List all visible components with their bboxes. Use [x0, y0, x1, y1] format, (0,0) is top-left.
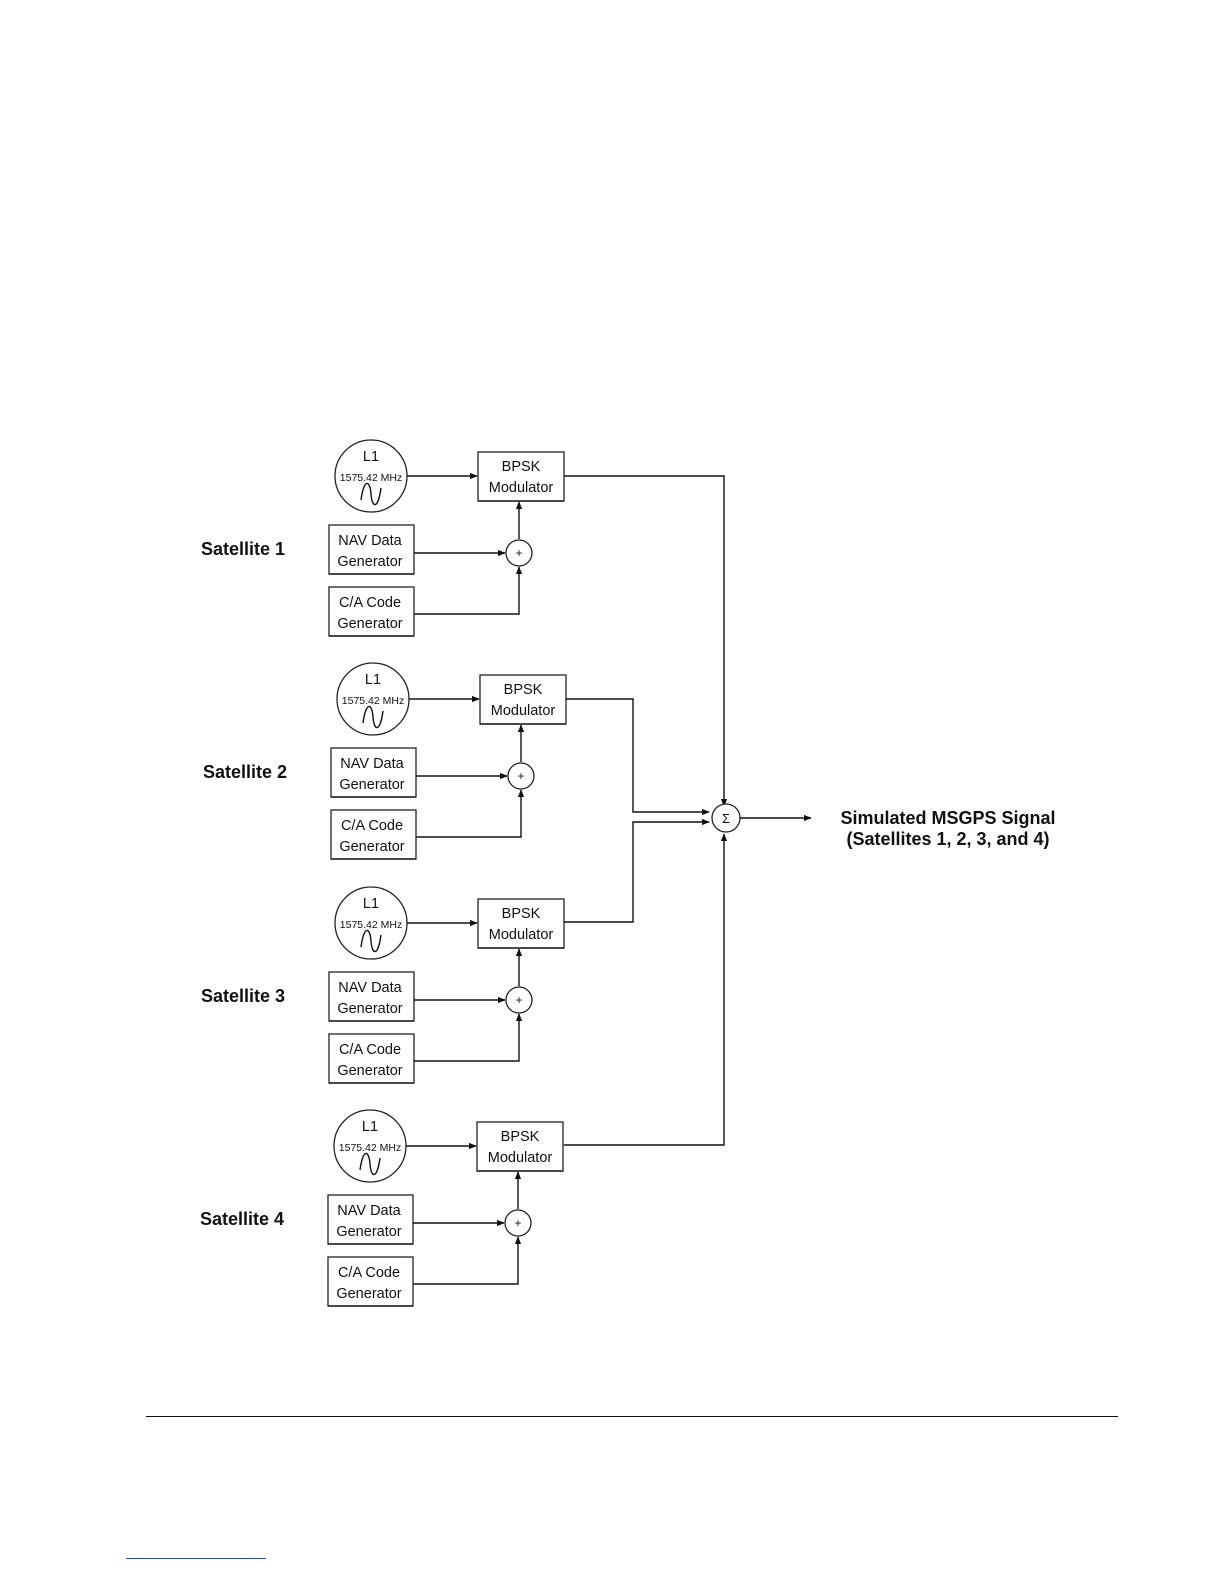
wire-ca-to-adder [414, 566, 523, 615]
wire-sat2-to-summer [566, 698, 710, 816]
output-label-line2: (Satellites 1, 2, 3, and 4) [846, 829, 1049, 849]
satellite-label: Satellite 2 [203, 762, 287, 782]
oscillator-frequency: 1575.42 MHz [340, 919, 402, 931]
adder-symbol: + [517, 769, 524, 783]
wire-ca-to-adder [413, 1236, 522, 1285]
modulator-label-line1: BPSK [502, 459, 541, 475]
modulator-label-line1: BPSK [502, 906, 541, 922]
wire-sat4-to-summer [564, 833, 728, 1146]
sine-wave-icon [362, 705, 384, 729]
adder-symbol: + [515, 993, 522, 1007]
ca-label-line1: C/A Code [341, 818, 403, 834]
nav-label-line2: Generator [337, 554, 402, 570]
modulator-label-line2: Modulator [488, 1150, 553, 1166]
adder-symbol: + [514, 1216, 521, 1230]
sine-wave-icon [360, 929, 382, 953]
wire-ca-to-adder [416, 789, 525, 838]
modulator-label-line1: BPSK [504, 682, 543, 698]
bpsk-modulator: BPSK Modulator [479, 674, 567, 725]
oscillator-frequency: 1575.42 MHz [340, 472, 402, 484]
oscillator-name: L1 [363, 896, 379, 912]
wire-sat3-to-summer [564, 818, 710, 923]
ca-label-line1: C/A Code [339, 595, 401, 611]
ca-label-line2: Generator [337, 1063, 402, 1079]
adder-symbol: + [515, 546, 522, 560]
satellite-3-chain: Satellite 3 L1 1575.42 MHz BPSK Modulator + NA… [201, 886, 565, 1084]
oscillator-name: L1 [365, 672, 381, 688]
modulator-label-line2: Modulator [491, 703, 556, 719]
bus-wires [564, 475, 728, 1146]
sine-wave-icon [360, 482, 382, 506]
oscillator-name: L1 [362, 1119, 378, 1135]
adder-node: + [504, 1209, 532, 1237]
ca-label-line2: Generator [339, 839, 404, 855]
satellite-label: Satellite 1 [201, 539, 285, 559]
modulator-label-line2: Modulator [489, 480, 554, 496]
wire-ca-to-adder [414, 1013, 523, 1062]
summer-symbol: Σ [722, 811, 730, 826]
satellite-1-chain: Satellite 1 L1 1575.42 MHz BPSK Modulator + NA… [201, 439, 565, 637]
ca-label-line2: Generator [336, 1286, 401, 1302]
modulator-label-line2: Modulator [489, 927, 554, 943]
satellite-label: Satellite 3 [201, 986, 285, 1006]
l1-oscillator: L1 1575.42 MHz [333, 1109, 407, 1183]
l1-oscillator: L1 1575.42 MHz [334, 886, 408, 960]
output-label-line1: Simulated MSGPS Signal [840, 808, 1055, 828]
bpsk-modulator: BPSK Modulator [477, 898, 565, 949]
footer-rule [146, 1416, 1118, 1417]
modulator-label-line1: BPSK [501, 1129, 540, 1145]
adder-node: + [505, 986, 533, 1014]
oscillator-name: L1 [363, 449, 379, 465]
ca-label-line1: C/A Code [339, 1042, 401, 1058]
nav-label-line2: Generator [339, 777, 404, 793]
bpsk-modulator: BPSK Modulator [477, 451, 565, 502]
ca-label-line1: C/A Code [338, 1265, 400, 1281]
nav-label-line1: NAV Data [338, 533, 402, 549]
sine-wave-icon [359, 1152, 381, 1176]
satellite-label: Satellite 4 [200, 1209, 284, 1229]
ca-label-line2: Generator [337, 616, 402, 632]
nav-label-line1: NAV Data [340, 756, 404, 772]
satellite-2-chain: Satellite 2 L1 1575.42 MHz BPSK Modulator + NA… [203, 662, 567, 860]
oscillator-frequency: 1575.42 MHz [339, 1142, 401, 1154]
adder-node: + [507, 762, 535, 790]
nav-label-line1: NAV Data [337, 1203, 401, 1219]
bpsk-modulator: BPSK Modulator [476, 1121, 564, 1172]
l1-oscillator: L1 1575.42 MHz [336, 662, 410, 736]
wire-sat1-to-summer [564, 475, 728, 807]
adder-node: + [505, 539, 533, 567]
l1-oscillator: L1 1575.42 MHz [334, 439, 408, 513]
oscillator-frequency: 1575.42 MHz [342, 695, 404, 707]
nav-label-line2: Generator [336, 1224, 401, 1240]
nav-label-line1: NAV Data [338, 980, 402, 996]
nav-label-line2: Generator [337, 1001, 402, 1017]
footnote-rule [126, 1558, 266, 1559]
summer-node: Σ [711, 803, 741, 833]
satellite-4-chain: Satellite 4 L1 1575.42 MHz BPSK Modulator + NA… [200, 1109, 564, 1307]
